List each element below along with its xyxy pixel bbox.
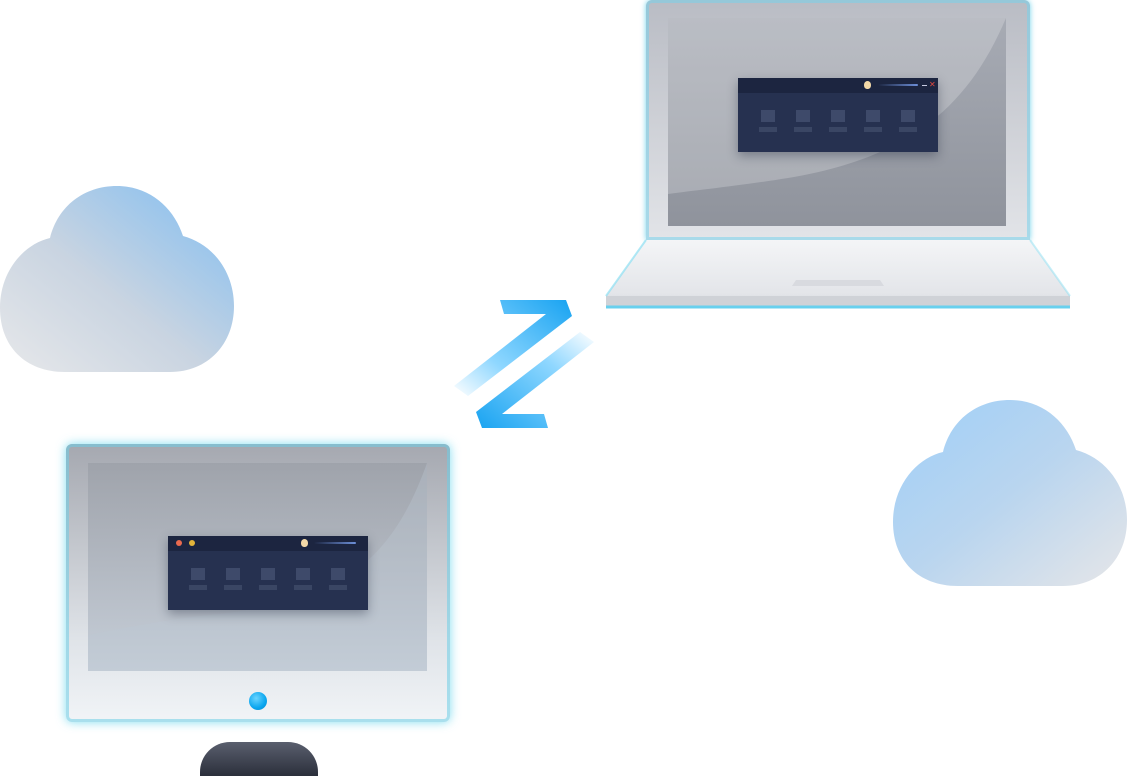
app-tile[interactable] xyxy=(261,568,275,580)
app-tile-label xyxy=(759,127,777,132)
app-tile-label xyxy=(899,127,917,132)
app-titlebar: ✕ xyxy=(738,78,938,93)
screen-glare xyxy=(88,463,427,671)
app-tile[interactable] xyxy=(296,568,310,580)
app-logo-icon xyxy=(301,539,308,547)
progress-indicator xyxy=(878,84,918,86)
app-window-monitor[interactable] xyxy=(168,536,368,610)
app-window-laptop[interactable]: ✕ xyxy=(738,78,938,152)
app-tile[interactable] xyxy=(331,568,345,580)
laptop-base xyxy=(605,239,1071,309)
minimize-icon[interactable] xyxy=(922,85,927,86)
app-tile-label xyxy=(329,585,347,590)
laptop-lid: ✕ xyxy=(646,0,1030,240)
app-tile[interactable] xyxy=(901,110,915,122)
progress-indicator xyxy=(314,542,356,544)
app-tile[interactable] xyxy=(831,110,845,122)
close-icon[interactable]: ✕ xyxy=(929,80,936,89)
app-tile[interactable] xyxy=(226,568,240,580)
app-tile-label xyxy=(829,127,847,132)
app-tile-label xyxy=(259,585,277,590)
app-tile[interactable] xyxy=(191,568,205,580)
monitor-screen xyxy=(88,463,427,671)
desktop-monitor xyxy=(66,444,450,722)
cloud-icon-right xyxy=(893,400,1127,586)
app-tile-label xyxy=(794,127,812,132)
app-tile-label xyxy=(864,127,882,132)
app-tile[interactable] xyxy=(796,110,810,122)
app-tile-label xyxy=(294,585,312,590)
monitor-stand xyxy=(200,742,318,776)
power-button[interactable] xyxy=(249,692,267,710)
app-titlebar xyxy=(168,536,368,551)
app-tile-label xyxy=(189,585,207,590)
app-logo-icon xyxy=(864,81,871,89)
sync-arrows-icon xyxy=(454,300,594,428)
window-close-dot[interactable] xyxy=(176,540,182,546)
app-tile-label xyxy=(224,585,242,590)
app-tile[interactable] xyxy=(761,110,775,122)
laptop-screen: ✕ xyxy=(668,18,1006,226)
app-tile[interactable] xyxy=(866,110,880,122)
window-minimize-dot[interactable] xyxy=(189,540,195,546)
cloud-icon-left xyxy=(0,186,234,372)
